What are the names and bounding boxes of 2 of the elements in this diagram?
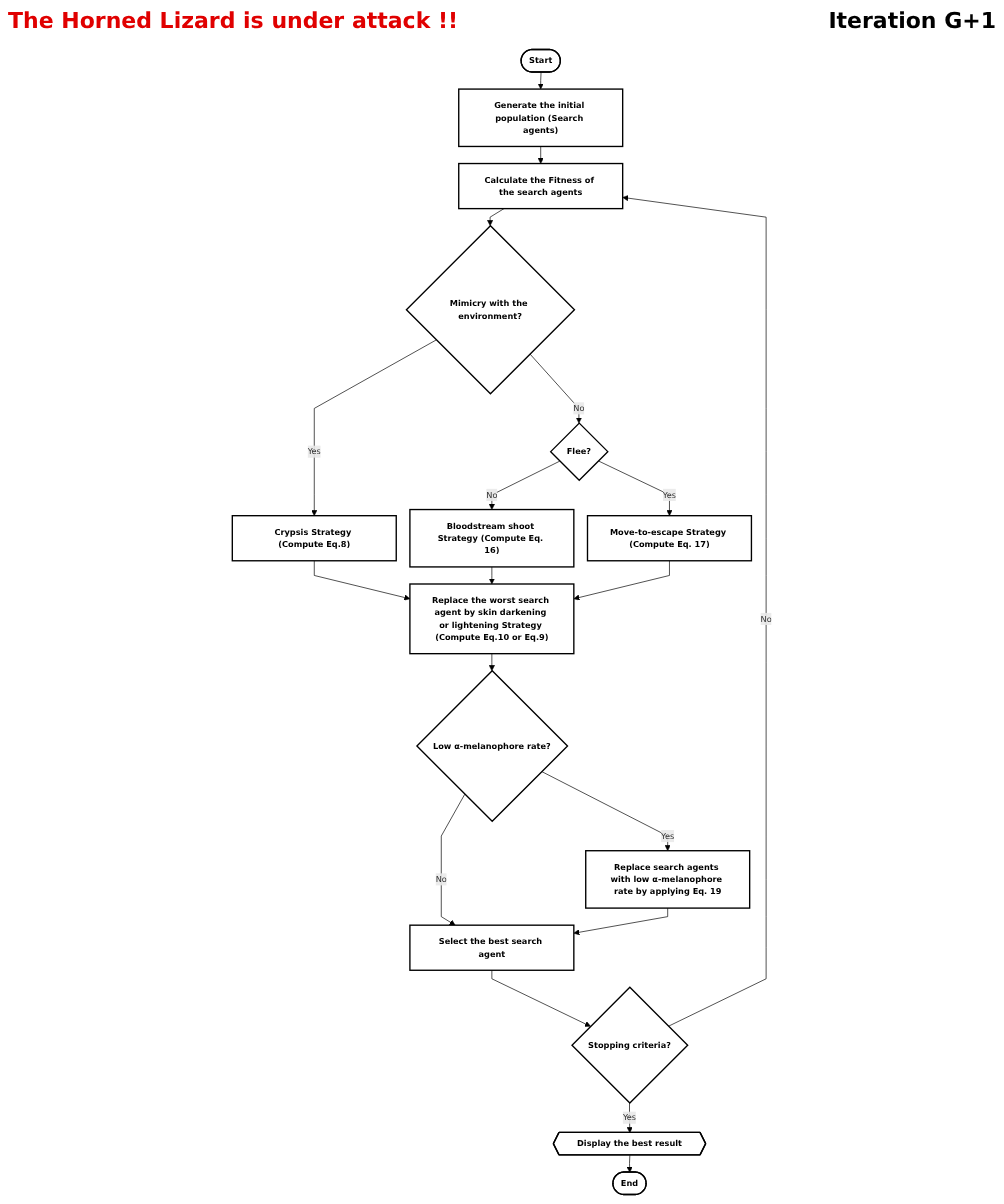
loop-label: Iteration G+1 bbox=[828, 8, 996, 34]
note-text: The Horned Lizard is under attack !! bbox=[8, 8, 459, 34]
